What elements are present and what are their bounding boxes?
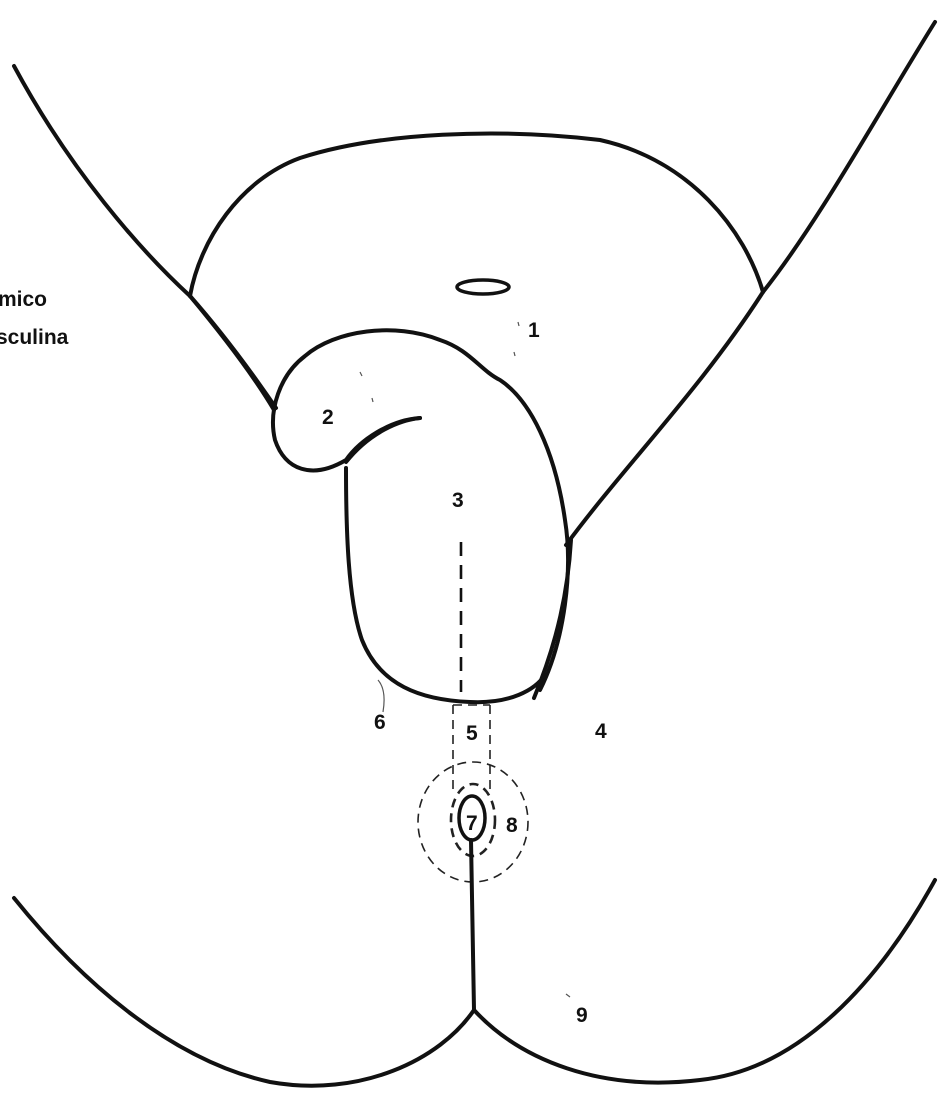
left-buttock-contour xyxy=(14,898,474,1086)
marker-9: 9 xyxy=(576,1004,588,1027)
gluteal-cleft xyxy=(471,840,474,1010)
right-thigh-contour xyxy=(566,22,935,545)
marker-5: 5 xyxy=(466,722,478,745)
pubic-region-contour xyxy=(190,134,763,296)
speck-mark xyxy=(378,680,384,712)
right-buttock-contour xyxy=(474,880,935,1083)
marker-6: 6 xyxy=(374,711,386,734)
marker-4: 4 xyxy=(595,720,607,743)
marker-1: 1 xyxy=(528,319,540,342)
marker-2: 2 xyxy=(322,406,334,429)
glans-curl xyxy=(346,418,420,462)
speck-mark xyxy=(372,398,373,402)
speck-mark xyxy=(566,994,570,997)
scrotum-right-edge xyxy=(534,540,571,698)
scrotum-contour xyxy=(346,468,545,702)
penis-contour xyxy=(273,330,568,690)
speck-mark xyxy=(518,322,519,326)
speck-mark xyxy=(360,372,362,376)
umbilicus-mark xyxy=(457,280,509,294)
marker-7: 7 xyxy=(466,812,478,835)
marker-3: 3 xyxy=(452,489,464,512)
speck-mark xyxy=(514,352,515,356)
left-thigh-contour xyxy=(14,66,274,410)
marker-8: 8 xyxy=(506,814,518,837)
